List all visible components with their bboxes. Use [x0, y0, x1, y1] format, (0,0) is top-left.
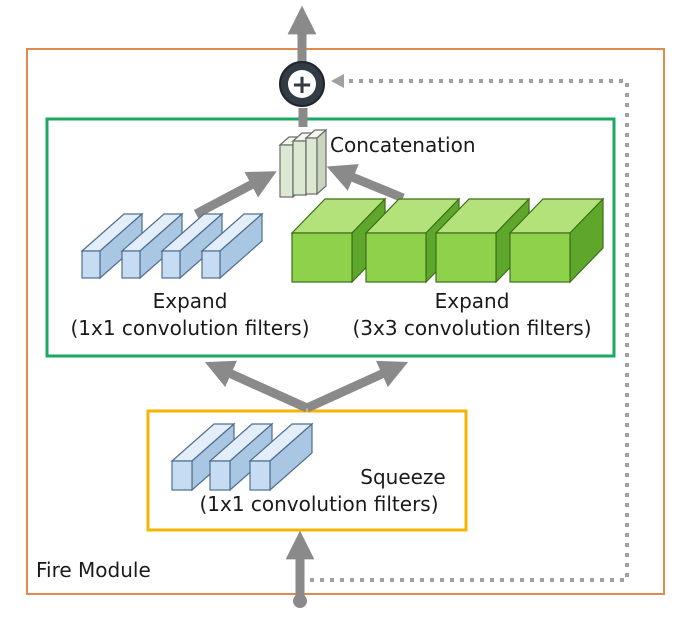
expand-1x1-filters: [80, 212, 264, 280]
squeeze-to-expand1x1-arrow: [204, 360, 309, 413]
expand-container: [45, 117, 616, 358]
squeeze-title: Squeeze: [360, 465, 445, 489]
expand-3x3-filter: [434, 197, 531, 284]
expand-3x3-title: Expand: [435, 289, 510, 313]
module-label: Fire Module: [36, 558, 151, 582]
expand-1x1-subtitle: (1x1 convolution filters): [70, 316, 309, 340]
squeeze-subtitle: (1x1 convolution filters): [199, 492, 438, 516]
expand-1x1-filter: [80, 212, 144, 280]
skip-connection-arrowhead: [331, 74, 344, 88]
fire-module-border: [26, 48, 665, 595]
concat-block: [278, 128, 328, 199]
expand1x1-to-concat-arrow: [193, 171, 277, 218]
expand-3x3-subtitle: (3x3 convolution filters): [352, 316, 591, 340]
squeeze-container: [146, 409, 468, 532]
squeeze-filter: [248, 422, 314, 492]
expand3x3-to-concat-arrow: [326, 164, 405, 203]
add-node-inner: [288, 70, 316, 98]
concat-label: Concatenation: [330, 133, 476, 157]
expand-1x1-filter: [120, 212, 184, 280]
skip-connection-line: [300, 79, 629, 582]
expand-1x1-filter: [200, 212, 264, 280]
expand-3x3-filters: [290, 197, 605, 284]
expand-1x1-title: Expand: [153, 289, 228, 313]
squeeze-filter: [170, 422, 236, 492]
input-dot: [293, 594, 307, 608]
expand-3x3-filter: [364, 197, 461, 284]
squeeze-filters: [170, 422, 314, 492]
expand-3x3-filter: [508, 197, 605, 284]
squeeze-to-expand3x3-arrow: [305, 360, 409, 413]
add-symbol: +: [291, 70, 313, 100]
